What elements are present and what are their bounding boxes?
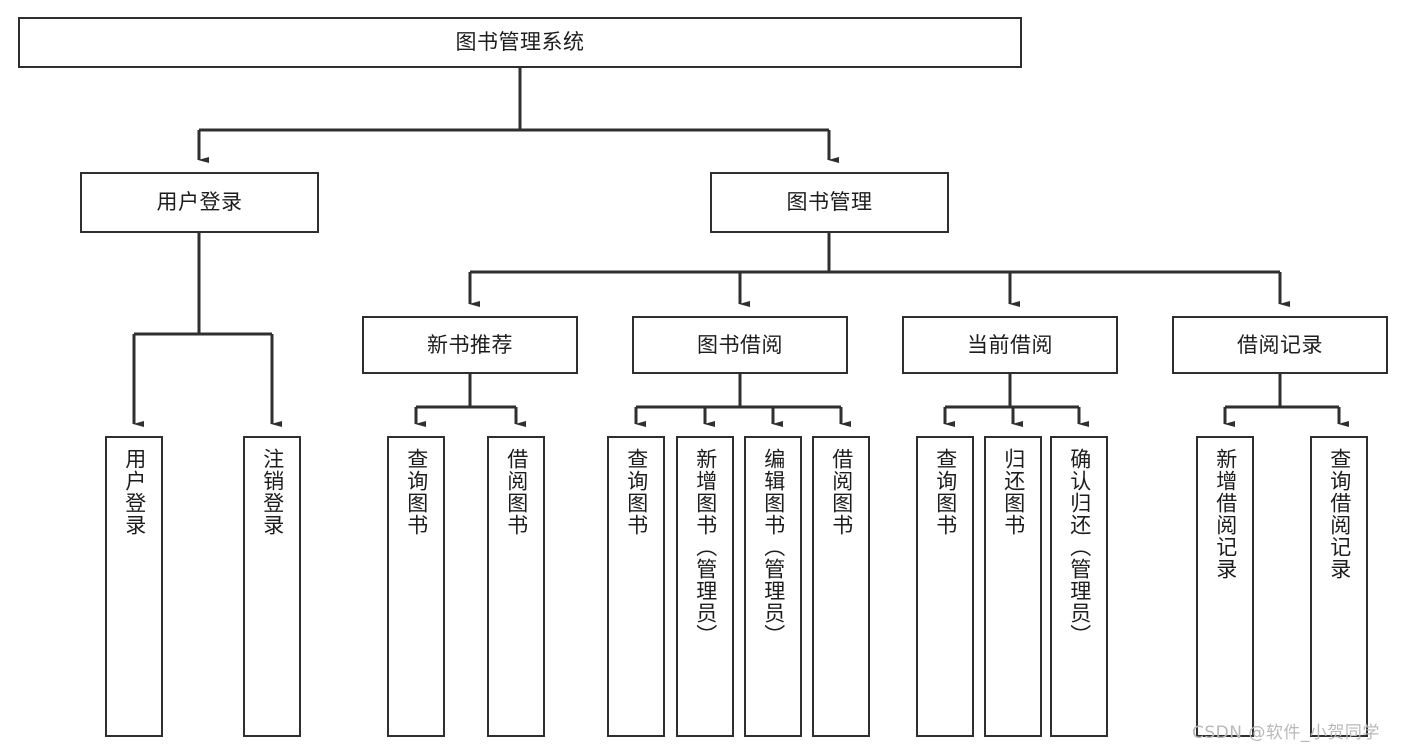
node-leaf-user-logout[interactable]: 注销登录 <box>243 436 301 737</box>
node-label-leaf-add-borrow-record: 新增借阅记录 <box>1213 448 1238 580</box>
node-leaf-user-login[interactable]: 用户登录 <box>105 436 163 737</box>
node-borrow-record[interactable]: 借阅记录 <box>1172 316 1388 374</box>
node-book-borrow[interactable]: 图书借阅 <box>632 316 848 374</box>
node-leaf-new-borrow-book[interactable]: 借阅图书 <box>487 436 545 737</box>
node-root-system[interactable]: 图书管理系统 <box>18 17 1022 68</box>
node-label-leaf-new-borrow-book: 借阅图书 <box>504 448 529 536</box>
node-label-book-borrow: 图书借阅 <box>697 332 783 357</box>
node-label-root-system: 图书管理系统 <box>455 30 585 55</box>
node-label-borrow-record: 借阅记录 <box>1237 332 1323 357</box>
node-label-leaf-user-logout: 注销登录 <box>260 448 285 536</box>
node-label-leaf-edit-book-admin: 编辑图书（管理员） <box>761 448 786 646</box>
node-leaf-new-query-book[interactable]: 查询图书 <box>387 436 445 737</box>
node-leaf-query-borrow-record[interactable]: 查询借阅记录 <box>1310 436 1368 737</box>
csdn-watermark: CSDN @软件_小贺同学 <box>1192 723 1380 743</box>
node-user-login-module[interactable]: 用户登录 <box>80 172 319 233</box>
node-label-book-management-module: 图书管理 <box>786 190 873 215</box>
node-current-borrow[interactable]: 当前借阅 <box>902 316 1118 374</box>
node-label-user-login-module: 用户登录 <box>156 190 243 215</box>
connectors-group <box>132 68 1349 427</box>
node-leaf-confirm-return-admin[interactable]: 确认归还（管理员） <box>1050 436 1108 737</box>
node-label-leaf-new-query-book: 查询图书 <box>404 448 429 536</box>
node-label-leaf-add-book-admin: 新增图书（管理员） <box>693 448 718 646</box>
node-label-current-borrow: 当前借阅 <box>967 332 1053 357</box>
node-label-leaf-confirm-return-admin: 确认归还（管理员） <box>1067 448 1092 646</box>
node-label-leaf-borrow-book: 借阅图书 <box>829 448 854 536</box>
node-label-leaf-borrow-query-book: 查询图书 <box>624 448 649 536</box>
node-leaf-edit-book-admin[interactable]: 编辑图书（管理员） <box>744 436 802 737</box>
node-label-leaf-return-book: 归还图书 <box>1001 448 1026 536</box>
node-label-leaf-query-borrow-record: 查询借阅记录 <box>1327 448 1352 580</box>
node-new-book-recommend[interactable]: 新书推荐 <box>362 316 578 374</box>
node-label-leaf-current-query-book: 查询图书 <box>933 448 958 536</box>
node-leaf-borrow-query-book[interactable]: 查询图书 <box>607 436 665 737</box>
node-leaf-add-borrow-record[interactable]: 新增借阅记录 <box>1196 436 1254 737</box>
node-book-management-module[interactable]: 图书管理 <box>710 172 949 233</box>
node-label-new-book-recommend: 新书推荐 <box>427 332 513 357</box>
node-label-leaf-user-login: 用户登录 <box>122 448 147 536</box>
node-leaf-borrow-book[interactable]: 借阅图书 <box>812 436 870 737</box>
node-leaf-current-query-book[interactable]: 查询图书 <box>916 436 974 737</box>
node-leaf-add-book-admin[interactable]: 新增图书（管理员） <box>676 436 734 737</box>
node-leaf-return-book[interactable]: 归还图书 <box>984 436 1042 737</box>
